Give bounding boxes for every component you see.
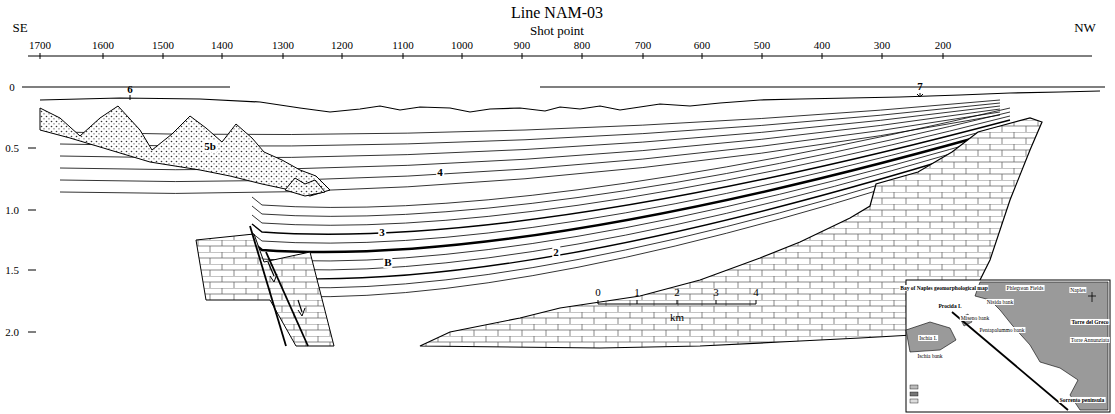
map-label: Nisida bank bbox=[986, 299, 1014, 305]
shot-point-number: 300 bbox=[874, 39, 891, 51]
map-label: Ischia I. bbox=[918, 335, 938, 341]
unit-number: 3 bbox=[378, 226, 386, 238]
shot-point-number: 1700 bbox=[29, 39, 51, 51]
map-label: Ischia bank bbox=[916, 353, 943, 359]
unit-number: 7 bbox=[917, 80, 923, 92]
depth-label: 0 bbox=[9, 81, 15, 93]
direction-label: SE bbox=[12, 21, 27, 35]
shot-point-number: 500 bbox=[754, 39, 771, 51]
title: Line NAM-03 bbox=[511, 4, 603, 22]
shot-point-number: 900 bbox=[514, 39, 531, 51]
map-label: Sorrento peninsula bbox=[1059, 397, 1106, 403]
shot-point-number: 1500 bbox=[152, 39, 174, 51]
map-label: Phlegrean Fields bbox=[1006, 285, 1045, 291]
shot-point-number: 1100 bbox=[392, 39, 414, 51]
shot-point-number: 200 bbox=[935, 39, 952, 51]
map-label: Pentapalummo bank bbox=[978, 327, 1025, 333]
shot-point-number: 1000 bbox=[451, 39, 473, 51]
scale-number: 3 bbox=[713, 286, 719, 298]
map-label: Torre Annunziata bbox=[1070, 337, 1110, 343]
unit-number: 2 bbox=[552, 246, 560, 258]
map-label: Procida I. bbox=[937, 303, 962, 309]
shot-point-number: 1200 bbox=[331, 39, 353, 51]
shot-point-number: 1600 bbox=[92, 39, 114, 51]
depth-label: 0.5 bbox=[5, 142, 19, 154]
shot-point-number: 1400 bbox=[211, 39, 233, 51]
shot-point-number: 600 bbox=[694, 39, 711, 51]
reflector-label: B bbox=[383, 256, 392, 268]
direction-label: NW bbox=[1074, 21, 1096, 35]
depth-label: 1.5 bbox=[5, 264, 19, 276]
shot-point-number: 1300 bbox=[272, 39, 294, 51]
shot-point-number: 400 bbox=[814, 39, 831, 51]
shot-point-number: 800 bbox=[574, 39, 591, 51]
scale-number: 1 bbox=[634, 286, 640, 298]
shot-point-number: 700 bbox=[635, 39, 652, 51]
map-label: Naples bbox=[1069, 287, 1086, 293]
map-title: Bay of Naples geomorphological map bbox=[899, 285, 988, 291]
scale-number: 2 bbox=[674, 286, 680, 298]
depth-label: 1.0 bbox=[5, 204, 19, 216]
scale-number: 4 bbox=[753, 286, 759, 298]
scale-number: 0 bbox=[595, 286, 601, 298]
unit-number: 5b bbox=[203, 140, 217, 152]
scale-unit: km bbox=[670, 311, 684, 323]
unit-number: 6 bbox=[127, 83, 133, 95]
map-label: Miseno bank bbox=[960, 315, 991, 321]
depth-label: 2.0 bbox=[5, 326, 19, 338]
axis-title: Shot point bbox=[530, 24, 584, 38]
unit-number: 4 bbox=[436, 166, 444, 178]
map-label: Torre del Greco bbox=[1070, 319, 1109, 325]
